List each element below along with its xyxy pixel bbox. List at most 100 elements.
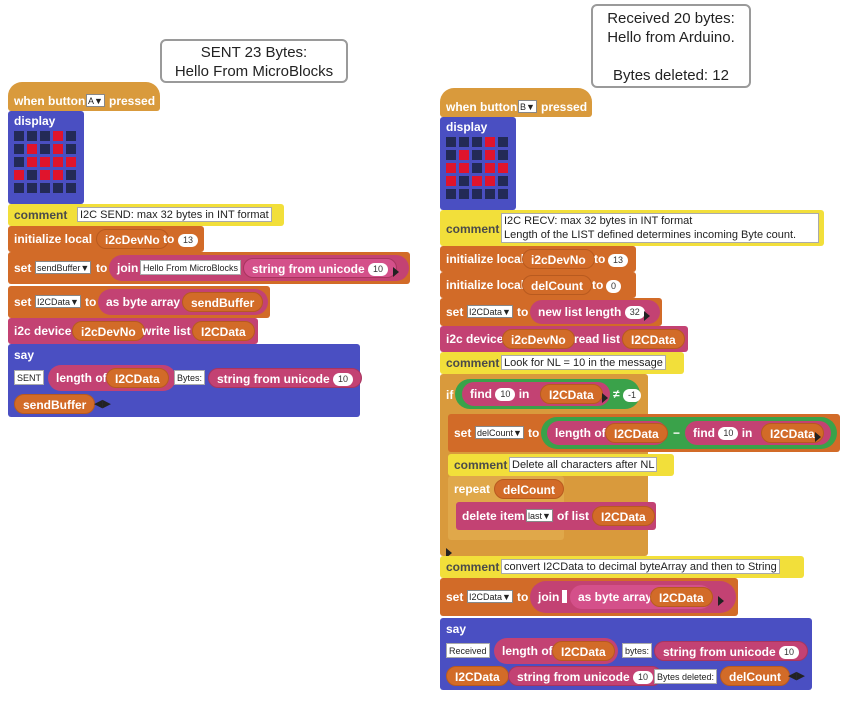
right-set-delcount-block[interactable]: set delCount▼ to length of I2CData − fin…: [448, 414, 840, 452]
led-grid[interactable]: [446, 137, 508, 199]
right-delete-item-block[interactable]: delete item last▼ of list I2CData: [456, 502, 656, 530]
var-delcount[interactable]: delCount: [522, 275, 592, 295]
var-i2cdevno[interactable]: i2cDevNo: [72, 321, 145, 341]
find-block[interactable]: find 10 in I2CData: [685, 421, 831, 445]
comment-text[interactable]: convert I2CData to decimal byteArray and…: [501, 559, 780, 574]
led-4-1[interactable]: [459, 189, 469, 199]
button-dropdown[interactable]: A▼: [86, 94, 105, 107]
led-3-4[interactable]: [498, 176, 508, 186]
led-3-1[interactable]: [27, 170, 37, 180]
var-i2cdevno[interactable]: i2cDevNo: [522, 249, 595, 269]
led-2-4[interactable]: [66, 157, 76, 167]
led-0-3[interactable]: [53, 131, 63, 141]
say-text-received[interactable]: Received: [446, 643, 490, 658]
var-delcount[interactable]: delCount: [720, 666, 790, 686]
led-4-1[interactable]: [27, 183, 37, 193]
right-initialize-local-block-2[interactable]: initialize local delCount to 0: [440, 272, 636, 298]
var-i2cdata[interactable]: I2CData: [446, 666, 509, 686]
led-0-2[interactable]: [40, 131, 50, 141]
var-dropdown[interactable]: I2CData▼: [35, 295, 81, 308]
not-equal-block[interactable]: find 10 in I2CData ≠ -1: [455, 379, 642, 409]
var-i2cdevno[interactable]: i2cDevNo: [502, 329, 575, 349]
led-0-3[interactable]: [485, 137, 495, 147]
var-i2cdata[interactable]: I2CData: [605, 423, 668, 443]
var-dropdown[interactable]: I2CData▼: [467, 590, 513, 603]
led-2-2[interactable]: [472, 163, 482, 173]
var-i2cdata[interactable]: I2CData: [622, 329, 685, 349]
string-from-unicode-reporter[interactable]: string from unicode 10: [654, 641, 809, 661]
led-0-0[interactable]: [14, 131, 24, 141]
join-block[interactable]: join as byte array I2CData: [530, 581, 736, 613]
right-initialize-local-block[interactable]: initialize local i2cDevNo to 13: [440, 246, 636, 272]
var-dropdown[interactable]: sendBuffer▼: [35, 261, 92, 274]
var-sendbuffer[interactable]: sendBuffer: [14, 394, 96, 414]
led-4-0[interactable]: [14, 183, 24, 193]
left-display-block[interactable]: display: [8, 111, 84, 204]
led-1-3[interactable]: [485, 150, 495, 160]
join-block[interactable]: join Hello From MicroBlocks string from …: [109, 255, 409, 281]
led-1-2[interactable]: [40, 144, 50, 154]
led-1-4[interactable]: [498, 150, 508, 160]
length-of-block[interactable]: length of I2CData: [48, 365, 176, 391]
right-comment-block-2[interactable]: comment Look for NL = 10 in the message: [440, 352, 684, 374]
as-byte-array-block[interactable]: as byte array sendBuffer: [98, 289, 268, 315]
led-3-3[interactable]: [53, 170, 63, 180]
led-2-0[interactable]: [446, 163, 456, 173]
led-4-4[interactable]: [66, 183, 76, 193]
comment-text[interactable]: I2C SEND: max 32 bytes in INT format: [77, 207, 272, 222]
left-i2c-write-block[interactable]: i2c device i2cDevNo write list I2CData: [8, 318, 258, 344]
led-3-3[interactable]: [485, 176, 495, 186]
comment-text[interactable]: Look for NL = 10 in the message: [501, 355, 666, 370]
right-when-button-block[interactable]: when button B▼ pressed: [440, 88, 592, 117]
var-dropdown[interactable]: delCount▼: [475, 426, 524, 439]
var-i2cdata[interactable]: I2CData: [552, 641, 615, 661]
string-from-unicode-reporter[interactable]: string from unicode 10: [208, 368, 363, 388]
expand-arrow-icon[interactable]: [393, 263, 399, 281]
led-1-0[interactable]: [446, 150, 456, 160]
left-when-button-block[interactable]: when button A▼ pressed: [8, 82, 160, 111]
led-grid[interactable]: [14, 131, 76, 193]
left-comment-block[interactable]: comment I2C SEND: max 32 bytes in INT fo…: [8, 204, 284, 226]
led-0-4[interactable]: [498, 137, 508, 147]
led-0-1[interactable]: [27, 131, 37, 141]
length-of-block[interactable]: length of I2CData: [547, 421, 668, 445]
led-4-4[interactable]: [498, 189, 508, 199]
led-0-4[interactable]: [66, 131, 76, 141]
say-text-bytes[interactable]: Bytes:: [174, 370, 206, 385]
led-2-3[interactable]: [53, 157, 63, 167]
led-4-3[interactable]: [485, 189, 495, 199]
var-i2cdata[interactable]: I2CData: [650, 587, 713, 607]
expand-arrows-icon[interactable]: ◀▶: [788, 670, 805, 682]
led-4-0[interactable]: [446, 189, 456, 199]
say-text-bytes-deleted[interactable]: Bytes deleted:: [654, 669, 718, 684]
led-0-2[interactable]: [472, 137, 482, 147]
var-i2cdevno[interactable]: i2cDevNo: [96, 229, 169, 249]
led-3-0[interactable]: [14, 170, 24, 180]
var-i2cdata[interactable]: I2CData: [761, 423, 824, 443]
var-i2cdata[interactable]: I2CData: [592, 506, 655, 526]
find-block[interactable]: find 10 in I2CData: [462, 382, 610, 406]
left-say-block[interactable]: say SENT length of I2CData Bytes: string…: [8, 344, 363, 417]
led-1-2[interactable]: [472, 150, 482, 160]
led-2-1[interactable]: [27, 157, 37, 167]
as-byte-array-block[interactable]: as byte array I2CData: [570, 585, 713, 609]
led-3-2[interactable]: [472, 176, 482, 186]
right-set-i2cdata-join-block[interactable]: set I2CData▼ to join as byte array I2CDa…: [440, 578, 738, 616]
led-2-2[interactable]: [40, 157, 50, 167]
led-1-0[interactable]: [14, 144, 24, 154]
led-2-1[interactable]: [459, 163, 469, 173]
led-4-3[interactable]: [53, 183, 63, 193]
expand-arrow-icon[interactable]: [644, 307, 650, 325]
right-say-block[interactable]: say Received length of I2CData bytes: st…: [440, 618, 812, 690]
button-dropdown[interactable]: B▼: [518, 100, 537, 113]
expand-arrow-icon[interactable]: [602, 389, 608, 407]
comment-text[interactable]: Delete all characters after NL: [509, 457, 658, 472]
right-display-block[interactable]: display: [440, 117, 516, 210]
left-set-sendbuffer-block[interactable]: set sendBuffer▼ to join Hello From Micro…: [8, 252, 410, 284]
minus-block[interactable]: length of I2CData − find 10 in I2CData: [541, 417, 837, 449]
led-0-0[interactable]: [446, 137, 456, 147]
empty-text-input[interactable]: [562, 590, 567, 603]
led-3-2[interactable]: [40, 170, 50, 180]
join-text-input[interactable]: Hello From MicroBlocks: [140, 260, 242, 275]
